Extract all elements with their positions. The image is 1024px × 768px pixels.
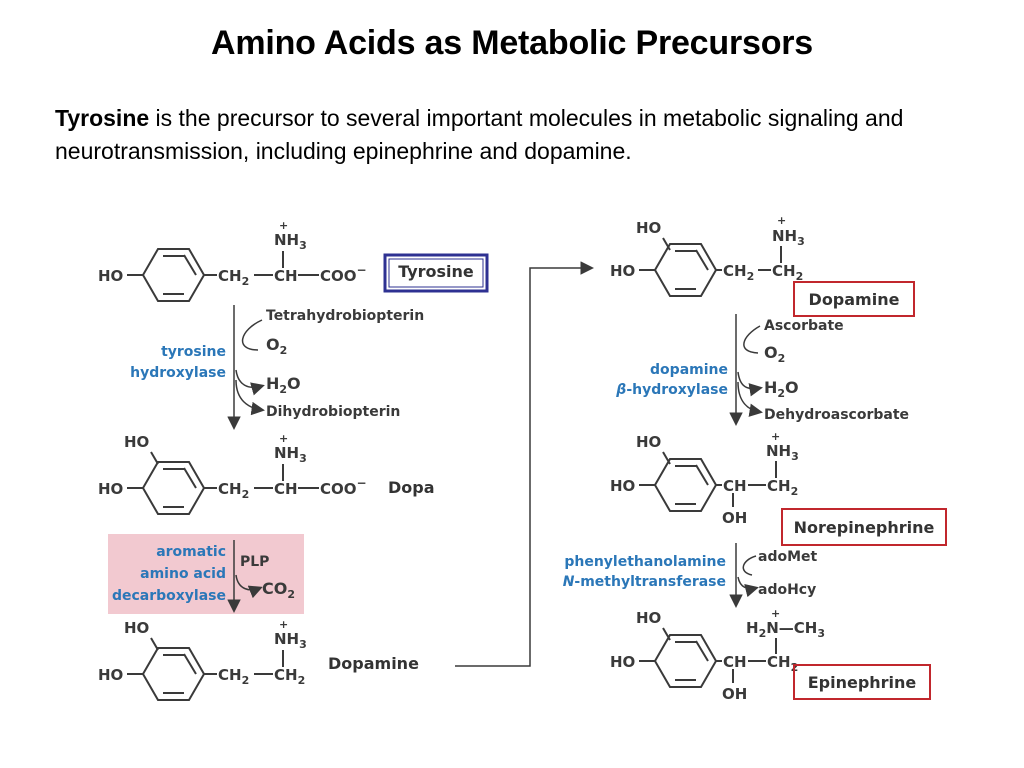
chain-ch2-terminal: CH2 xyxy=(772,262,803,283)
intro-bold-term: Tyrosine xyxy=(55,105,150,131)
dopamine-label-left: Dopamine xyxy=(328,654,419,673)
amine-charge: + xyxy=(771,607,780,620)
reagent-in-curve xyxy=(241,319,263,351)
amine-nh3: NH3 xyxy=(274,630,307,651)
chain-ch: CH xyxy=(274,480,298,498)
enzyme-label-line1: dopamine xyxy=(650,362,728,378)
ring-substituent-ho: HO xyxy=(610,477,635,495)
product-co2: CO2 xyxy=(262,579,295,601)
cofactor-plp: PLP xyxy=(240,554,269,570)
reagent-in-curve xyxy=(742,555,757,576)
chain-ch2: CH2 xyxy=(218,666,249,687)
hydroxyl-oh: OH xyxy=(722,509,747,527)
norepinephrine-molecule: HO HO CH OH CH2 + NH3 xyxy=(610,430,799,527)
intro-body: is the precursor to several important mo… xyxy=(55,105,904,164)
ring-substituent-ho: HO xyxy=(98,666,123,684)
norepinephrine-label: Norepinephrine xyxy=(794,518,935,537)
hydroxyl-oh: OH xyxy=(722,685,747,703)
product-h2o: H2O xyxy=(764,378,799,400)
amine-charge: + xyxy=(771,430,780,443)
epinephrine-molecule: HO HO CH OH CH2 + H2N—CH3 xyxy=(610,607,825,703)
decarboxylase-step: aromatic amino acid decarboxylase PLP CO… xyxy=(108,534,304,614)
dopa-label: Dopa xyxy=(388,478,435,497)
ring-substituent-ho: HO xyxy=(610,653,635,671)
enzyme-label-line2: β-hydroxylase xyxy=(615,382,728,398)
enzyme-label-line2: hydroxylase xyxy=(130,365,226,381)
product-dihydrobiopterin: Dihydrobiopterin xyxy=(266,404,400,420)
reagent-o2: O2 xyxy=(266,335,287,357)
amine-charge: + xyxy=(279,618,288,631)
reagent-out-curve xyxy=(737,576,759,598)
chain-ch2: CH2 xyxy=(218,267,249,288)
reagent-ascorbate: Ascorbate xyxy=(764,318,844,334)
reagent-out-curve xyxy=(737,371,763,397)
tyrosine-hydroxylase-step: tyrosine hydroxylase Tetrahydrobiopterin… xyxy=(130,305,424,430)
enzyme-label-line2: N-methyltransferase xyxy=(563,574,726,590)
amine-charge: + xyxy=(279,219,288,232)
ring-substituent-ho: HO xyxy=(610,262,635,280)
reagent-in-curve xyxy=(743,325,761,354)
ring-substituent-ho-top: HO xyxy=(636,219,661,237)
enzyme-label-line1: phenylethanolamine xyxy=(564,554,726,570)
slide-title: Amino Acids as Metabolic Precursors xyxy=(210,24,814,62)
carboxylate: COO− xyxy=(320,263,367,285)
chain-ch2-terminal: CH2 xyxy=(274,666,305,687)
intro-text: Tyrosine is the precursor to several imp… xyxy=(55,102,985,168)
ring-substituent-ho: HO xyxy=(98,267,123,285)
norepinephrine-label-box xyxy=(781,508,947,546)
connector-arrow xyxy=(455,261,594,667)
ring-substituent-ho: HO xyxy=(98,480,123,498)
chain-ch-hydroxyl-carbon: CH xyxy=(723,653,747,671)
dopamine-hydroxylase-step: dopamine β-hydroxylase Ascorbate O2 H2O … xyxy=(615,314,909,426)
amine-h2n-ch3: H2N—CH3 xyxy=(746,619,825,640)
ring-substituent-ho-top: HO xyxy=(124,619,149,637)
ring-substituent-ho-top: HO xyxy=(636,609,661,627)
amine-charge: + xyxy=(279,432,288,445)
amine-nh3: NH3 xyxy=(274,444,307,465)
chain-ch2: CH2 xyxy=(218,480,249,501)
amine-nh3: NH3 xyxy=(766,442,799,463)
epinephrine-label: Epinephrine xyxy=(808,673,917,692)
tyrosine-label-box xyxy=(383,253,489,293)
reagent-out-curve xyxy=(235,369,265,396)
product-h2o: H2O xyxy=(266,374,301,396)
product-dehydroascorbate: Dehydroascorbate xyxy=(764,407,909,423)
carboxylate: COO− xyxy=(320,476,367,498)
epinephrine-label-box xyxy=(793,664,931,700)
enzyme-label-line3: decarboxylase xyxy=(112,588,226,604)
ring-substituent-ho-top: HO xyxy=(636,433,661,451)
decarboxylase-highlight xyxy=(108,534,304,614)
enzyme-label-line1: tyrosine xyxy=(161,344,226,360)
ring-substituent-ho-top: HO xyxy=(124,433,149,451)
chain-ch2: CH2 xyxy=(767,477,798,498)
dopa-molecule: HO HO CH2 CH + NH3 COO− Dopa xyxy=(98,432,435,515)
dopamine-label-box xyxy=(793,281,915,317)
product-adohcy: adoHcy xyxy=(758,582,816,598)
methyltransferase-step: phenylethanolamine N-methyltransferase a… xyxy=(563,543,818,608)
chain-ch: CH xyxy=(274,267,298,285)
amine-charge: + xyxy=(777,214,786,227)
enzyme-label-line1: aromatic xyxy=(156,544,226,560)
reagent-o2: O2 xyxy=(764,343,785,365)
dopamine-molecule-right: HO HO CH2 CH2 + NH3 xyxy=(610,214,805,297)
dopamine-molecule-left: HO HO CH2 CH2 + NH3 Dopamine xyxy=(98,618,419,701)
tyrosine-molecule: HO CH2 CH + NH3 COO− xyxy=(98,219,367,302)
enzyme-label-line2: amino acid xyxy=(140,566,226,582)
amine-nh3: NH3 xyxy=(772,227,805,248)
chain-ch-hydroxyl-carbon: CH xyxy=(723,477,747,495)
chain-ch2: CH2 xyxy=(723,262,754,283)
reagent-tetrahydrobiopterin: Tetrahydrobiopterin xyxy=(266,308,424,324)
tyrosine-label: Tyrosine xyxy=(398,262,474,281)
dopamine-label-right: Dopamine xyxy=(809,290,900,309)
reagent-adomet: adoMet xyxy=(758,549,818,565)
co2-release-curve xyxy=(235,574,263,599)
amine-nh3: NH3 xyxy=(274,231,307,252)
